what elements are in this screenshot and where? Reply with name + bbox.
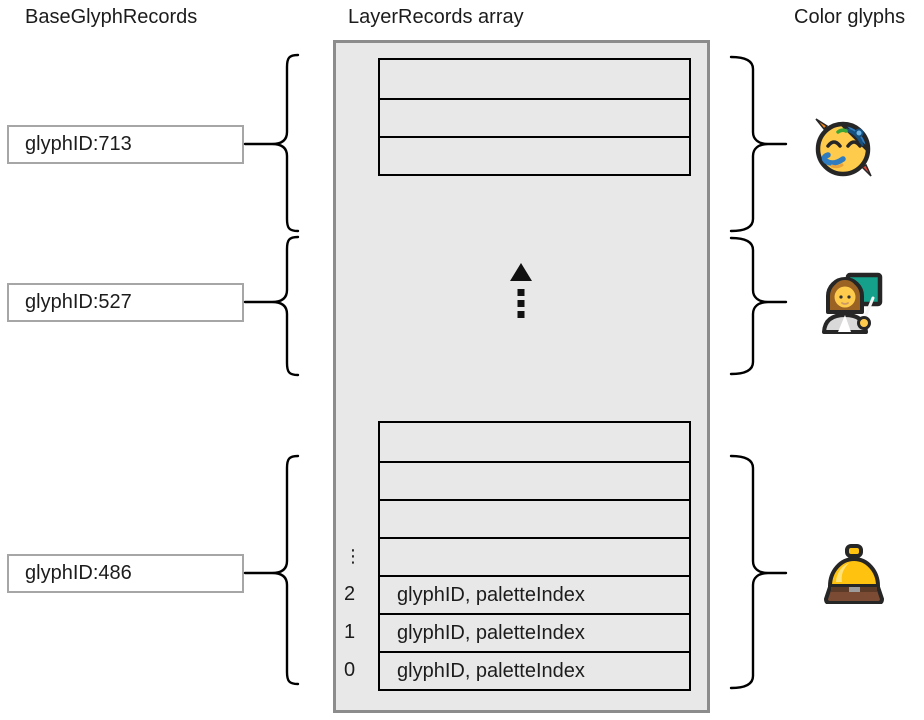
layer-record-row: glyphID, paletteIndex xyxy=(380,651,689,689)
layer-record-row xyxy=(380,499,689,537)
colorglyphs-title: Color glyphs xyxy=(794,6,906,28)
layerrecords-title: LayerRecords array xyxy=(348,6,524,28)
layer-record-row xyxy=(380,461,689,499)
index-ellipsis-label: ⋮ xyxy=(344,545,362,566)
brace-left-middle xyxy=(243,235,300,377)
layer-record-row xyxy=(380,537,689,575)
index-label-0: 0 xyxy=(344,658,356,681)
brace-right-middle xyxy=(729,236,788,376)
base-glyph-record-527: glyphID:527 xyxy=(7,283,244,322)
base-glyph-record-label: glyphID:713 xyxy=(25,133,132,155)
layer-record-label: glyphID, paletteIndex xyxy=(397,659,585,682)
layer-record-label: glyphID, paletteIndex xyxy=(397,583,585,606)
brace-left-top xyxy=(243,53,300,233)
layer-record-row xyxy=(380,423,689,461)
brace-left-bottom xyxy=(243,454,300,686)
layer-record-group-bottom: glyphID, paletteIndex glyphID, paletteIn… xyxy=(378,421,691,691)
layer-record-group-top xyxy=(378,58,691,176)
layer-record-row xyxy=(380,136,689,174)
bellhop-bell-emoji xyxy=(824,544,884,604)
layer-record-row: glyphID, paletteIndex xyxy=(380,575,689,613)
index-label-2: 2 xyxy=(344,582,356,605)
woman-teacher-emoji xyxy=(822,272,883,334)
partying-face-emoji xyxy=(815,118,872,177)
layer-record-row xyxy=(380,60,689,98)
base-glyph-record-label: glyphID:486 xyxy=(25,562,132,584)
baseglyphrecords-title: BaseGlyphRecords xyxy=(25,6,198,28)
base-glyph-record-label: glyphID:527 xyxy=(25,291,132,313)
base-glyph-record-713: glyphID:713 xyxy=(7,125,244,164)
base-glyph-record-486: glyphID:486 xyxy=(7,554,244,593)
layer-record-row: glyphID, paletteIndex xyxy=(380,613,689,651)
layer-records-array: glyphID, paletteIndex glyphID, paletteIn… xyxy=(333,40,710,713)
layer-record-label: glyphID, paletteIndex xyxy=(397,621,585,644)
layer-record-row xyxy=(380,98,689,136)
index-label-1: 1 xyxy=(344,620,356,643)
brace-right-bottom xyxy=(729,454,788,690)
brace-right-top xyxy=(729,55,788,233)
dotted-up-arrow-icon xyxy=(510,263,532,318)
